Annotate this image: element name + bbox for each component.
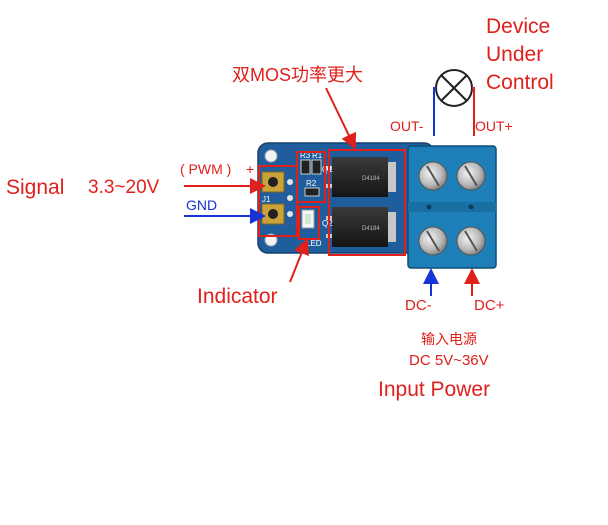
lamp-icon	[435, 69, 473, 107]
out-minus-label: OUT-	[390, 118, 424, 134]
silk-r2: R2	[306, 179, 317, 188]
out-plus-wire	[472, 87, 475, 136]
mos-arrow	[325, 87, 356, 150]
terminal-block	[407, 145, 497, 269]
resistor-highlight	[296, 151, 326, 203]
silk-r3: R3	[300, 151, 311, 160]
silk-q1: Q1	[322, 165, 333, 174]
device-line-1: Device	[486, 15, 551, 38]
dc-minus-label: DC-	[405, 297, 432, 314]
plus-sign: +	[246, 161, 255, 177]
device-line-3: Control	[486, 71, 554, 94]
indicator-label: Indicator	[197, 285, 278, 308]
silk-j1: J1	[262, 195, 271, 204]
input-power-label: Input Power	[378, 378, 491, 401]
chip-marking-1: D4184	[362, 176, 380, 182]
device-line-2: Under	[486, 43, 544, 66]
gnd-label: GND	[186, 197, 218, 213]
pwm-label: ( PWM )	[180, 161, 232, 177]
silk-r1: R1	[312, 151, 323, 160]
mos-label: 双MOS功率更大	[232, 65, 364, 85]
indicator-arrow	[289, 238, 309, 283]
silk-q2: Q2	[322, 219, 333, 228]
mosfet-highlight	[328, 149, 406, 256]
out-minus-wire	[433, 87, 436, 136]
out-plus-label: OUT+	[475, 118, 513, 134]
pcb-board: R3 R1 R2 Q1 Q2 J1 LED D4184 D4184	[257, 142, 435, 254]
input-range: DC 5V~36V	[409, 352, 489, 369]
dc-plus-label: DC+	[474, 297, 505, 314]
input-power-cn: 输入电源	[421, 331, 477, 347]
chip-marking-2: D4184	[362, 226, 380, 232]
led-highlight	[298, 206, 320, 240]
signal-label: Signal	[6, 176, 65, 199]
silk-led: LED	[306, 239, 322, 248]
signal-range: 3.3~20V	[88, 177, 160, 198]
